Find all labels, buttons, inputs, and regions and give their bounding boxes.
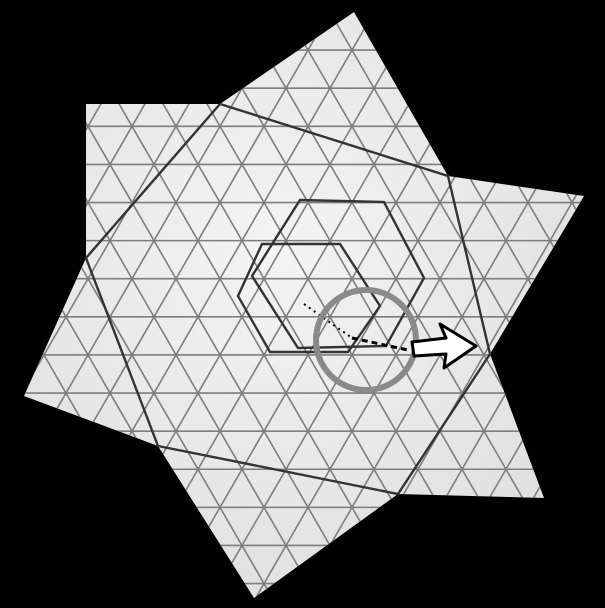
photo-stage [0,0,605,608]
hexagram-photo [0,0,605,608]
